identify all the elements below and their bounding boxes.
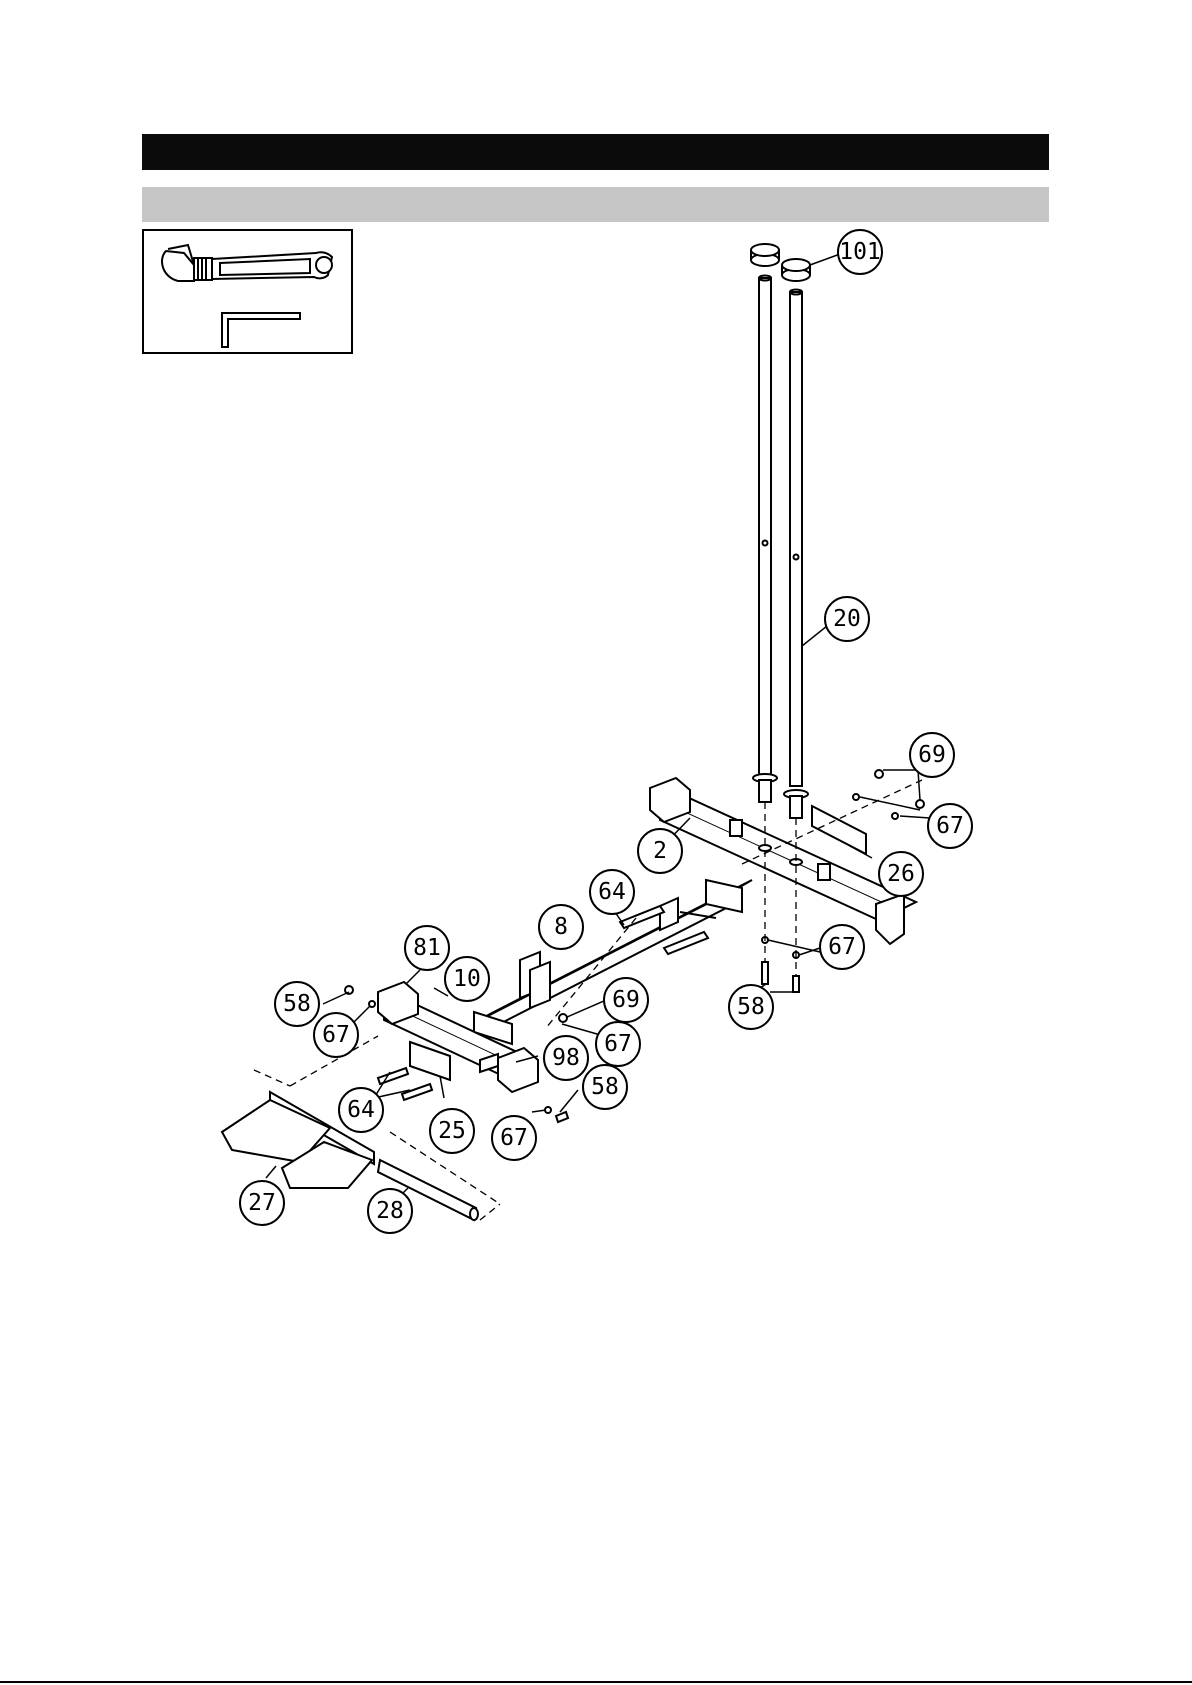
callout-67-mid: 67 [820, 925, 864, 969]
callout-67-front: 67 [492, 1116, 536, 1160]
svg-text:64: 64 [598, 879, 626, 905]
leader-lines [266, 254, 930, 1206]
svg-text:101: 101 [839, 239, 881, 265]
callout-67-top: 67 [928, 804, 972, 848]
callout-81: 81 [405, 926, 449, 970]
callout-67-left: 67 [314, 1013, 358, 1057]
callout-2: 2 [638, 829, 682, 873]
svg-text:2: 2 [653, 838, 667, 864]
callouts: 101 20 69 67 2 26 64 8 [240, 230, 972, 1233]
svg-text:8: 8 [554, 914, 568, 940]
callout-8: 8 [539, 905, 583, 949]
callout-67-center: 67 [596, 1022, 640, 1066]
svg-text:26: 26 [887, 861, 915, 887]
callout-98: 98 [544, 1036, 588, 1080]
callout-101: 101 [838, 230, 882, 274]
svg-text:67: 67 [500, 1125, 528, 1151]
svg-text:67: 67 [604, 1031, 632, 1057]
svg-text:81: 81 [413, 935, 441, 961]
svg-text:27: 27 [248, 1190, 276, 1216]
svg-text:69: 69 [612, 987, 640, 1013]
svg-text:98: 98 [552, 1045, 580, 1071]
callout-27: 27 [240, 1181, 284, 1225]
callout-28: 28 [368, 1189, 412, 1233]
svg-text:20: 20 [833, 606, 861, 632]
callout-69-top: 69 [910, 733, 954, 777]
callout-25: 25 [430, 1109, 474, 1153]
callout-20: 20 [825, 597, 869, 641]
svg-text:58: 58 [283, 991, 311, 1017]
svg-text:69: 69 [918, 742, 946, 768]
callout-64-top: 64 [590, 870, 634, 914]
callout-26: 26 [879, 852, 923, 896]
svg-text:64: 64 [347, 1097, 375, 1123]
svg-text:67: 67 [828, 934, 856, 960]
page-bottom-rule [0, 1681, 1192, 1683]
svg-text:10: 10 [453, 966, 481, 992]
rear-plate [812, 806, 866, 854]
callout-64-left: 64 [339, 1088, 383, 1132]
upright-posts [753, 276, 808, 819]
callout-69-mid: 69 [604, 978, 648, 1022]
svg-text:58: 58 [591, 1074, 619, 1100]
callout-58-left: 58 [275, 982, 319, 1026]
callout-58-front: 58 [583, 1065, 627, 1109]
svg-text:67: 67 [936, 813, 964, 839]
callout-58-right: 58 [729, 985, 773, 1029]
svg-text:28: 28 [376, 1198, 404, 1224]
callout-10: 10 [445, 957, 489, 1001]
svg-text:25: 25 [438, 1118, 466, 1144]
svg-text:58: 58 [737, 994, 765, 1020]
svg-text:67: 67 [322, 1022, 350, 1048]
